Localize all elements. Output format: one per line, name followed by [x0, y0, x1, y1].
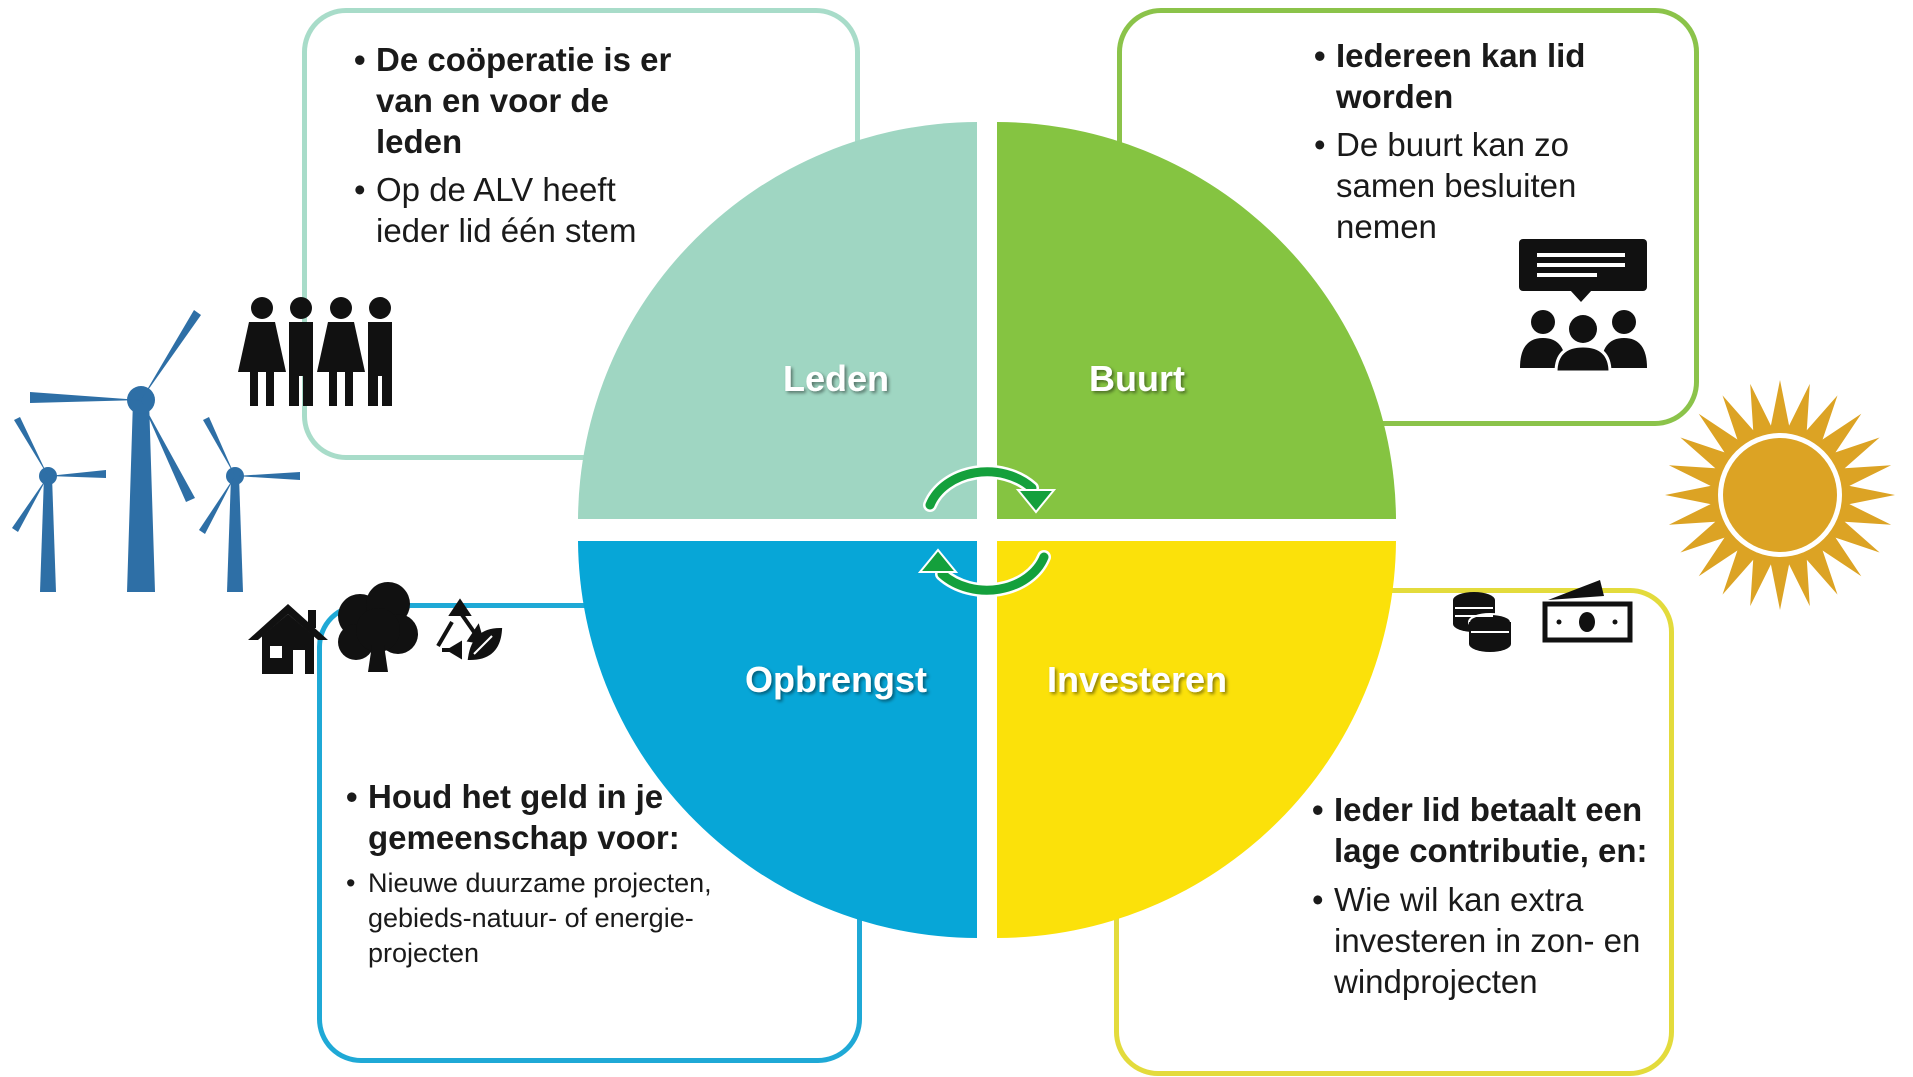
quadrant-label-investeren: Investeren — [1047, 659, 1227, 700]
quadrant-label-leden: Leden — [783, 358, 889, 399]
people-group-icon — [238, 297, 392, 406]
quadrant-label-opbrengst: Opbrengst — [745, 659, 927, 700]
house-icon — [248, 604, 328, 674]
recycle-leaf-icon — [436, 598, 503, 661]
investeren-bullet-2: Wie wil kan extra investeren in zon- en … — [1310, 879, 1670, 1002]
leden-bullets: De coöperatie is er van en voor de leden… — [352, 39, 692, 258]
coins-icon — [1453, 592, 1512, 652]
buurt-bullets: Iedereen kan lid worden De buurt kan zo … — [1312, 35, 1652, 254]
quadrant-investeren — [997, 541, 1396, 938]
quadrant-opbrengst — [578, 541, 977, 938]
sun-icon — [1665, 380, 1895, 610]
buurt-bullet-2: De buurt kan zo samen besluiten nemen — [1312, 124, 1652, 247]
leden-bullet-2: Op de ALV heeft ieder lid één stem — [352, 169, 692, 251]
quadrant-label-buurt: Buurt — [1089, 358, 1185, 399]
opbrengst-bullet-1: Houd het geld in je gemeenschap voor: — [344, 776, 724, 858]
banknote-icon — [1542, 580, 1633, 643]
leden-bullet-1: De coöperatie is er van en voor de leden — [352, 39, 692, 162]
tree-icon — [338, 582, 418, 672]
opbrengst-bullets: Houd het geld in je gemeenschap voor: Ni… — [344, 776, 724, 971]
investeren-bullets: Ieder lid betaalt een lage contributie, … — [1310, 789, 1670, 1010]
wind-turbines-icon — [12, 310, 300, 592]
investeren-bullet-1: Ieder lid betaalt een lage contributie, … — [1310, 789, 1670, 871]
quadrant-buurt — [997, 122, 1396, 519]
discussion-group-icon — [1519, 239, 1647, 374]
cycle-arrows-icon — [917, 464, 1057, 598]
buurt-bullet-1: Iedereen kan lid worden — [1312, 35, 1652, 117]
quadrant-leden — [578, 122, 977, 519]
opbrengst-bullet-2: Nieuwe duurzame projecten, gebieds-natuu… — [344, 866, 724, 971]
